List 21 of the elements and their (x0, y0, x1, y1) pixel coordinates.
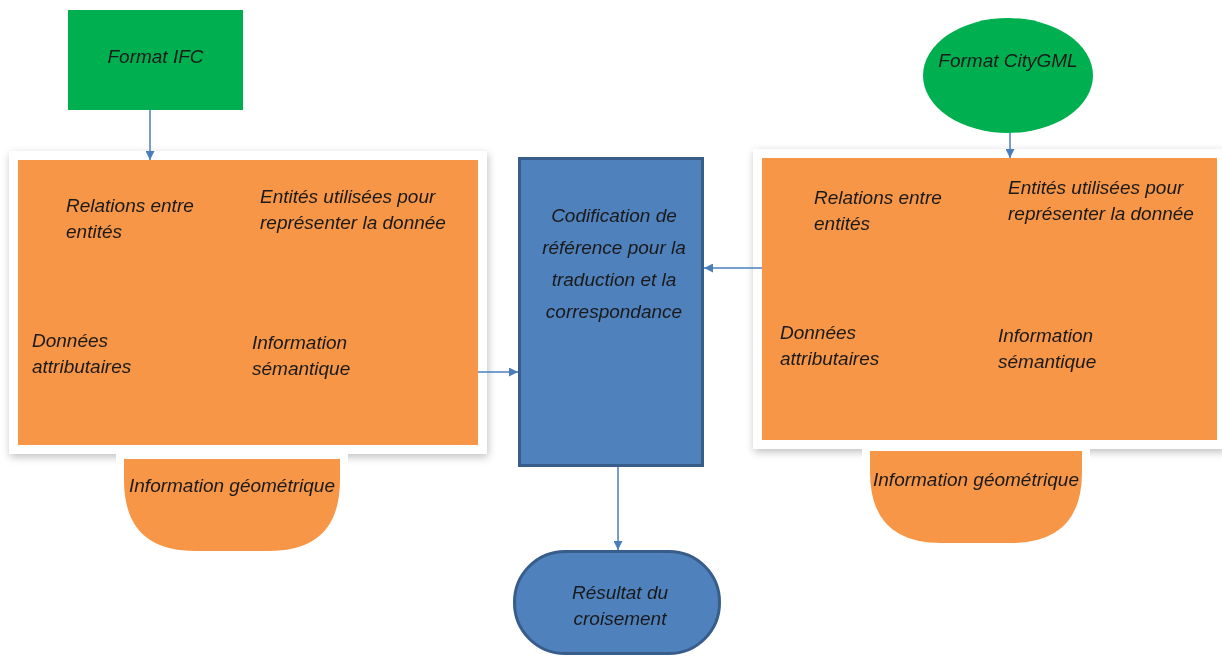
node-label: Entités utilisées pour représenter la donnée (260, 185, 447, 235)
node-label: Information géométrique (128, 474, 336, 498)
node-label: Information sémantique (998, 324, 1098, 374)
arrow (145, 109, 155, 161)
node-label: Information sémantique (252, 331, 352, 381)
node-label: Relations entre entités (66, 194, 195, 244)
node-label: Entités utilisées pour représenter la donnée (1008, 176, 1195, 226)
node-label: Information géométrique (872, 468, 1080, 492)
node-label: Données attributaires (780, 321, 881, 371)
node-label: Format IFC (106, 45, 205, 69)
node-label: Données attributaires (32, 329, 133, 379)
process-box (518, 157, 704, 467)
node-label: Format CityGML (937, 49, 1079, 73)
node-label: Relations entre entités (814, 186, 943, 236)
node-label: Résultat du croisement (570, 581, 670, 631)
arrow (477, 367, 519, 377)
arrow (703, 263, 763, 273)
node-label: Codification de référence pour la traduction et la correspondance (541, 204, 687, 324)
format-box (68, 10, 243, 110)
arrow (613, 466, 623, 551)
arrow (1005, 132, 1015, 159)
